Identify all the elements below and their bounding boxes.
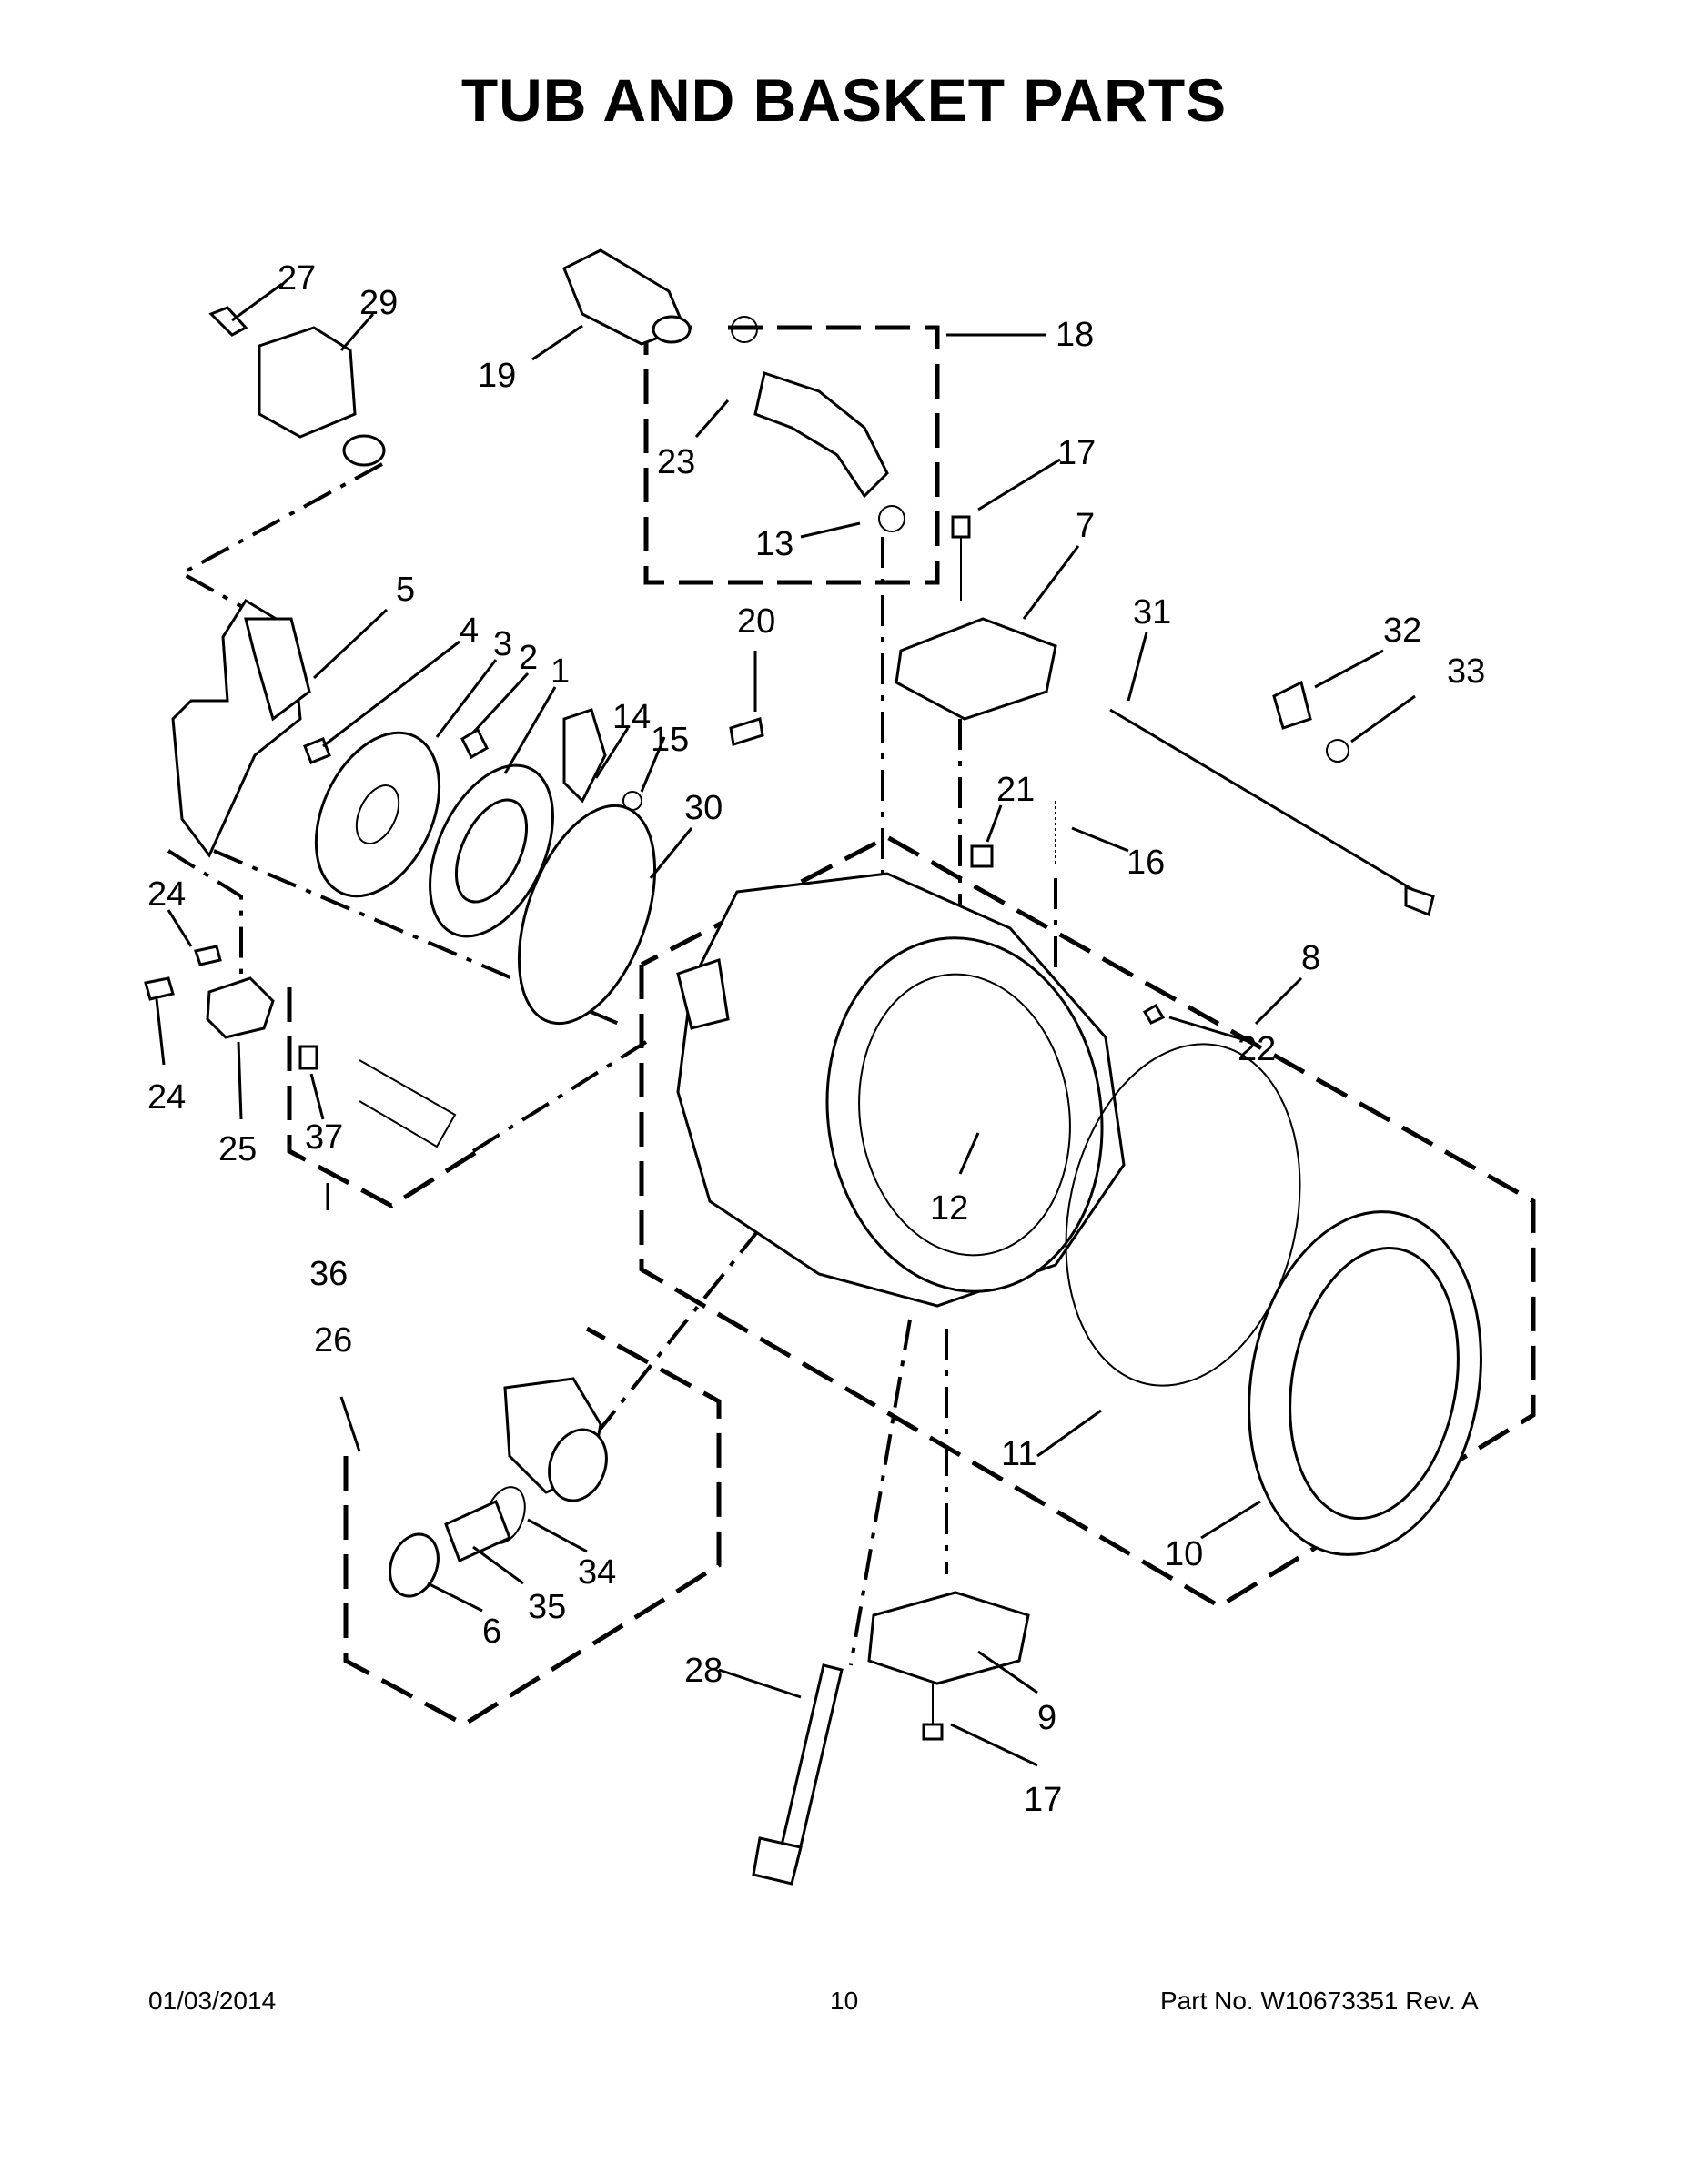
callout-18: 18 (1056, 316, 1094, 354)
callout-36: 36 (309, 1255, 348, 1293)
callout-23: 23 (657, 443, 695, 481)
callout-4: 4 (460, 612, 479, 650)
bracket-part-25 (206, 976, 275, 1039)
tub-front-part-10 (1248, 1210, 1482, 1556)
group-26-outline (343, 1326, 722, 1727)
heater-part-37 (298, 1045, 457, 1148)
callout-29: 29 (359, 284, 398, 322)
callout-35: 35 (528, 1588, 566, 1626)
clip-part-22 (1142, 1003, 1166, 1025)
callout-6: 6 (482, 1613, 501, 1651)
callout-25: 25 (218, 1130, 257, 1168)
drain-cap-part-6 (389, 1532, 440, 1598)
stator-part-2 (429, 763, 554, 938)
assembly-line-heater (471, 1040, 648, 1153)
callout-17-bottom: 17 (1024, 1781, 1062, 1819)
assembly-line-hose (177, 462, 383, 621)
callout-15: 15 (651, 721, 689, 759)
sump-part-5 (171, 598, 311, 858)
callout-20: 20 (737, 602, 775, 641)
leader-lines (155, 282, 1416, 1767)
screw-part-24-a (194, 945, 222, 966)
group-18-outline (643, 325, 940, 585)
callout-3: 3 (493, 625, 512, 663)
callout-22: 22 (1238, 1030, 1276, 1068)
group-8-outline (639, 834, 1536, 1609)
clip-part-20 (729, 717, 764, 746)
callout-16: 16 (1127, 844, 1165, 882)
callout-11: 11 (1001, 1435, 1036, 1473)
bracket-part-32 (1272, 680, 1312, 730)
callout-32: 32 (1383, 612, 1421, 650)
tub-seal-part-11 (1065, 1043, 1301, 1387)
callout-17-top: 17 (1057, 434, 1096, 472)
callout-12: 12 (930, 1189, 968, 1228)
assembly-line-24 (167, 849, 243, 974)
assembly-line-pump (599, 1227, 762, 1431)
callout-13: 13 (755, 525, 793, 563)
pump-part-26 (503, 1377, 608, 1502)
callout-2: 2 (519, 639, 538, 677)
filter-part-35 (444, 1499, 511, 1563)
nozzle-part-29 (258, 326, 386, 467)
callout-9: 9 (1037, 1699, 1056, 1737)
callout-14: 14 (612, 698, 651, 736)
page-title: TUB AND BASKET PARTS (460, 66, 1228, 134)
callout-26: 26 (314, 1321, 352, 1360)
callout-10: 10 (1165, 1535, 1203, 1573)
group-36-outline (287, 987, 480, 1208)
clip-part-21 (970, 844, 994, 868)
assembly-line-damper (849, 1319, 912, 1666)
footer-page-number: 10 (830, 1987, 859, 2015)
rod-part-31 (1109, 708, 1435, 917)
inlet-bellows-part-19 (562, 248, 692, 346)
callout-27: 27 (278, 259, 316, 298)
hub-gasket-part-30 (517, 804, 657, 1026)
damper-part-28 (752, 1663, 844, 1886)
callout-28: 28 (684, 1652, 723, 1690)
callout-labels: 27 29 19 23 18 13 17 7 5 4 3 2 1 14 15 2… (147, 259, 1485, 1819)
screw-part-27 (208, 306, 248, 337)
footer-date: 01/03/2014 (148, 1987, 277, 2015)
callout-1: 1 (551, 652, 570, 691)
counterweight-part-9 (867, 1591, 1030, 1685)
callout-34: 34 (578, 1553, 616, 1592)
callout-33: 33 (1447, 652, 1485, 691)
callout-31: 31 (1133, 593, 1171, 632)
footer-part-number: Part No. W10673351 Rev. A (1160, 1987, 1479, 2015)
callout-8: 8 (1301, 939, 1320, 977)
screw-part-24-b (144, 976, 175, 1001)
bolt-part-17-bottom (922, 1684, 944, 1741)
screw-part-3 (460, 727, 489, 760)
drain-hose-part-18 (731, 316, 905, 532)
bolt-part-17-top (951, 515, 971, 601)
callout-21: 21 (996, 771, 1035, 809)
callout-7: 7 (1076, 507, 1095, 545)
outer-tub-part-8 (676, 872, 1126, 1308)
callout-24-bottom: 24 (147, 1078, 186, 1117)
callout-24-top: 24 (147, 875, 186, 914)
callout-5: 5 (396, 571, 415, 609)
callout-19: 19 (478, 357, 516, 395)
counterweight-part-7 (895, 617, 1057, 721)
rotor-part-4 (314, 731, 441, 898)
callout-30: 30 (684, 789, 723, 827)
callout-37: 37 (305, 1118, 343, 1157)
clamp-part-33 (1326, 739, 1349, 763)
